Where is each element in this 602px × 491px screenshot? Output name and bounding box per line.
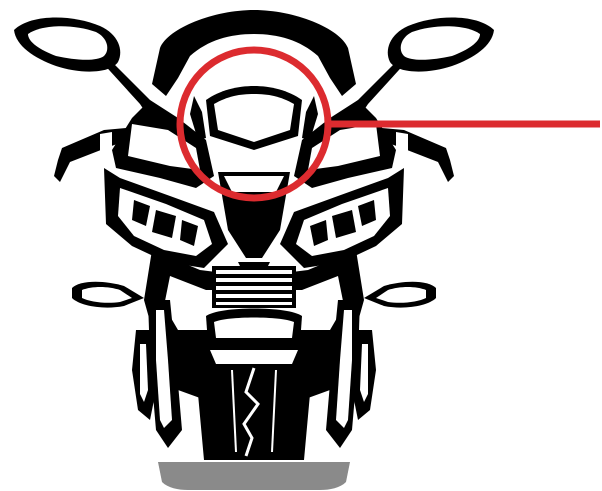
right-turn-signal: [364, 282, 436, 308]
left-mirror: [14, 17, 158, 116]
front-wheel: [216, 364, 292, 458]
left-turn-signal: [72, 282, 144, 308]
center-nose: [218, 172, 290, 270]
right-mirror: [350, 17, 494, 116]
front-tyre: [158, 462, 350, 490]
air-intake: [206, 309, 302, 345]
radiator-grille: [212, 266, 296, 308]
